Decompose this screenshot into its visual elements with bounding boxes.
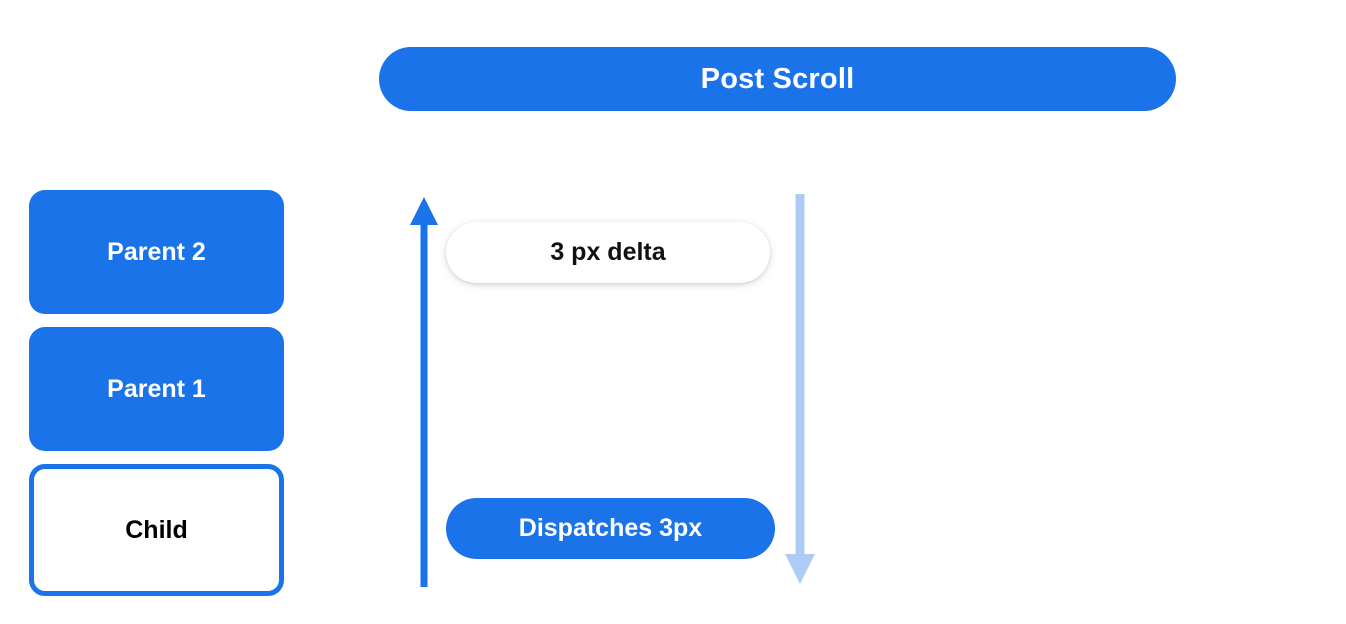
post-scroll-header-label: Post Scroll [700, 62, 855, 95]
box-parent-2: Parent 2 [29, 190, 284, 314]
scroll-up-arrow-icon [410, 197, 438, 587]
scroll-down-arrow-icon [785, 194, 815, 584]
box-parent-1: Parent 1 [29, 327, 284, 451]
box-child-label: Child [125, 515, 188, 544]
element-stack: Parent 2 Parent 1 Child [29, 190, 284, 596]
box-parent-2-label: Parent 2 [107, 237, 206, 266]
delta-annotation-label: 3 px delta [550, 238, 666, 266]
box-parent-1-label: Parent 1 [107, 374, 206, 403]
delta-annotation-pill: 3 px delta [446, 222, 770, 283]
dispatch-annotation-label: Dispatches 3px [518, 514, 703, 542]
post-scroll-header: Post Scroll [379, 47, 1176, 111]
dispatch-annotation-pill: Dispatches 3px [446, 498, 775, 559]
box-child: Child [29, 464, 284, 596]
